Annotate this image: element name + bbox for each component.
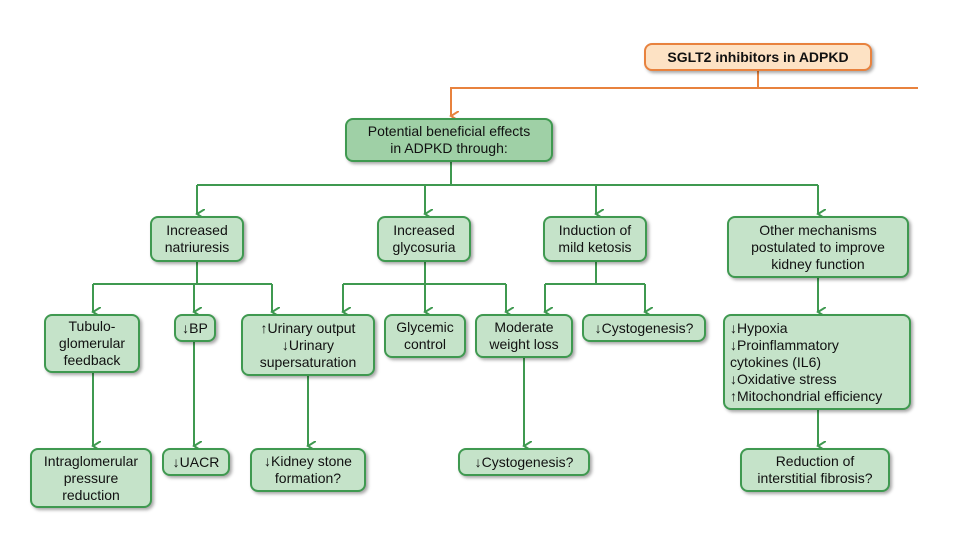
uacr-node: ↓UACR [162, 448, 230, 476]
kidney-stone-node: ↓Kidney stone formation? [250, 448, 366, 492]
tgf-node: Tubulo- glomerular feedback [44, 314, 140, 373]
cystogenesis-node-1: ↓Cystogenesis? [582, 314, 706, 342]
other-mechanisms-node: Other mechanisms postulated to improve k… [727, 216, 909, 278]
urinary-node: ↑Urinary output ↓Urinary supersaturation [241, 314, 375, 376]
ketosis-node: Induction of mild ketosis [543, 216, 647, 262]
root-node: SGLT2 inhibitors in ADPKD [644, 43, 872, 71]
mechanisms-node: ↓Hypoxia ↓Proinflammatory cytokines (IL6… [723, 314, 911, 410]
hub-node: Potential beneficial effects in ADPKD th… [345, 118, 553, 162]
glycemic-node: Glycemic control [384, 314, 466, 358]
fibrosis-node: Reduction of interstitial fibrosis? [740, 448, 890, 492]
cystogenesis-node-2: ↓Cystogenesis? [458, 448, 590, 476]
intraglomerular-node: Intraglomerular pressure reduction [30, 448, 152, 508]
connector-ketosis-bus [545, 262, 645, 285]
connector-glycosuria-bus [343, 262, 506, 285]
connector-natriuresis-bus [93, 262, 272, 285]
connector-root-hub [451, 68, 918, 116]
glycosuria-node: Increased glycosuria [377, 216, 471, 262]
bp-node: ↓BP [174, 314, 216, 342]
weight-loss-node: Moderate weight loss [475, 314, 573, 358]
natriuresis-node: Increased natriuresis [150, 216, 244, 262]
